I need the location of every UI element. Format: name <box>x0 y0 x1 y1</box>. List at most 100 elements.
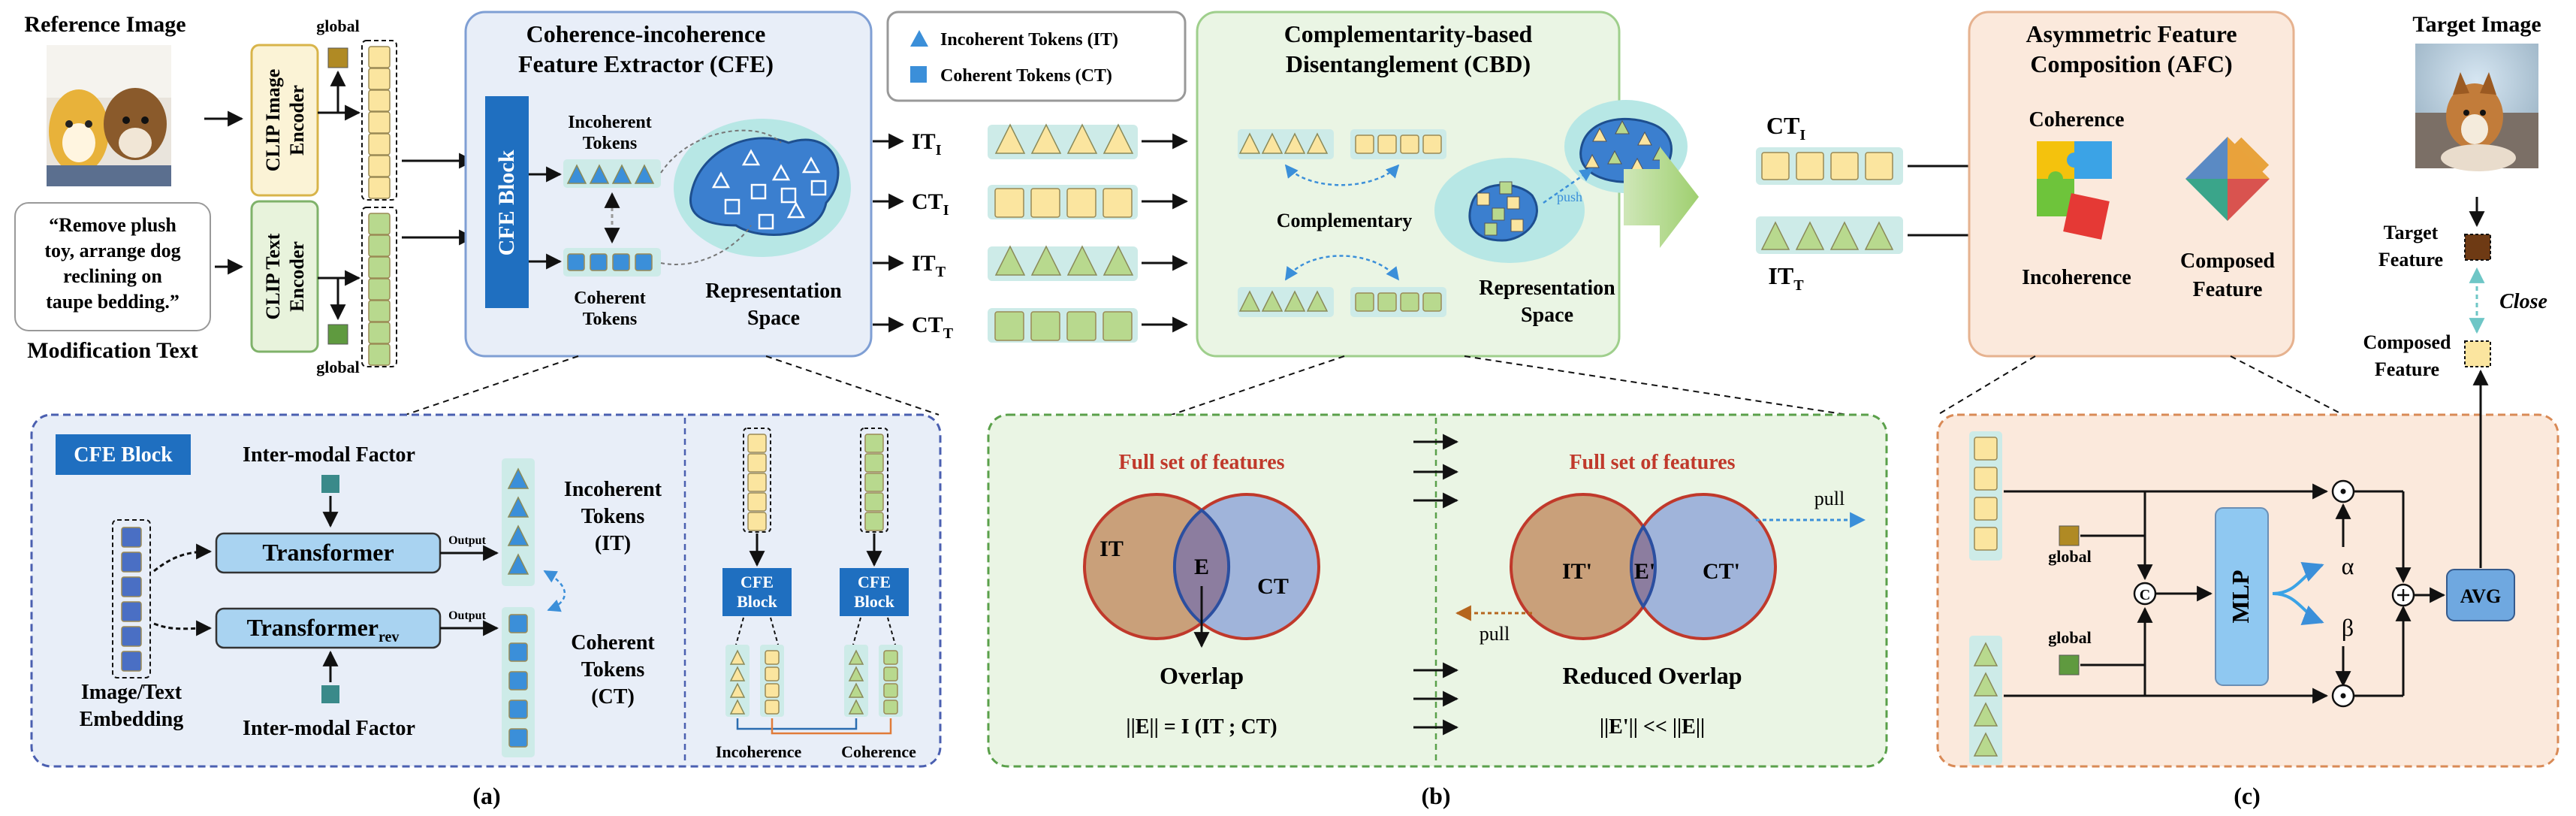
caption-b: (b) <box>1421 782 1450 809</box>
panel-a-ct-token <box>508 671 528 691</box>
mini-text-token <box>864 434 884 453</box>
panel-a-it-1: Incoherent <box>564 478 662 501</box>
panel-a-inter-modal-top: Inter-modal Factor <box>243 443 415 467</box>
cfe-title-2: Feature Extractor (CFE) <box>518 50 774 77</box>
panel-a-it-token <box>507 553 529 575</box>
cfe-representation-space <box>660 119 851 265</box>
cbd-space-square <box>1477 192 1490 206</box>
stream-ct-text-token <box>1030 311 1060 341</box>
afc-it-token <box>1760 221 1790 250</box>
cbd-ct-image-token <box>1377 134 1397 154</box>
panel-b-overlap: Overlap <box>1160 662 1244 689</box>
panel-b-pull-left: pull <box>1480 623 1510 645</box>
image-token <box>368 111 391 134</box>
output-label-2: Output <box>448 609 486 622</box>
mini-image-token <box>747 512 767 531</box>
cfe-block-label: CFE Block <box>494 150 519 255</box>
mini-it-image <box>729 682 746 698</box>
modification-text-line-4: taupe bedding.” <box>46 291 179 313</box>
image-token <box>368 68 391 90</box>
cbd-it-image-token <box>1283 132 1306 154</box>
mini-text-token <box>864 453 884 473</box>
cfe-block-bar <box>485 96 529 308</box>
clip-text-encoder-label-2: Encoder <box>286 241 308 312</box>
text-token <box>368 300 391 322</box>
mini-cfe-block-1-label-1: CFE <box>741 573 774 591</box>
stream-2: CTI <box>873 185 1189 219</box>
space-square <box>750 183 767 200</box>
cbd-complementary: Complementary <box>1277 210 1413 231</box>
cbd-it-text-token <box>1238 290 1261 312</box>
mini-it-text <box>848 699 864 715</box>
mini-image-token <box>747 434 767 453</box>
space-triangle <box>786 201 806 219</box>
afc-ct-token <box>1761 152 1790 180</box>
mini-ct-text <box>883 666 898 682</box>
cbd-space-square <box>1492 207 1505 221</box>
beta-label: β <box>2342 614 2354 641</box>
cbd-space-triangle <box>1637 131 1652 146</box>
incoherent-token <box>589 164 610 184</box>
stream-ct-image-token <box>1102 188 1133 218</box>
clip-image-encoder-label-1: CLIP Image <box>262 69 284 172</box>
afc-title-2: Composition (AFC) <box>2030 50 2232 77</box>
incoherent-token <box>611 164 632 184</box>
clip-text-encoder: CLIP Text Encoder <box>250 200 319 353</box>
panel-b: Full set of features IT E CT Overlap ||E… <box>987 413 1888 768</box>
afc-coherence: Coherence <box>2029 108 2125 131</box>
afc-it-token <box>1795 221 1825 250</box>
cfe-space-label-1: Representation <box>705 280 842 303</box>
embedding-token <box>121 552 142 573</box>
mini-text-token <box>864 512 884 531</box>
cbd-space-triangle <box>1585 153 1600 168</box>
venn-right-it: IT' <box>1562 559 1592 584</box>
space-square <box>724 198 741 215</box>
stream-3: ITT <box>873 245 1189 281</box>
embedding-token <box>121 576 142 597</box>
text-token <box>368 234 391 257</box>
panel-c-ct-token <box>1974 437 1998 461</box>
panel-c-it-token <box>1973 732 1998 757</box>
space-square <box>758 213 774 230</box>
mini-it-image <box>729 699 746 715</box>
panel-a-ct-2: Tokens <box>581 658 645 682</box>
coherent-token <box>635 253 653 271</box>
stream-it-image-token <box>994 123 1026 154</box>
cbd-space-triangle <box>1592 127 1607 142</box>
text-token <box>368 322 391 344</box>
big-green-arrow <box>1624 147 1699 248</box>
cbd-it-text-token <box>1306 290 1329 312</box>
panel-a-it-token <box>507 496 529 518</box>
stream-it-image-token <box>1102 123 1134 154</box>
afc-input-it-label: ITT <box>1768 262 1804 294</box>
global-label-top: global <box>316 17 359 35</box>
composed-feature-token <box>2464 340 2491 367</box>
panel-b-pull-right: pull <box>1814 488 1845 509</box>
afc-inputs: CTI ITT <box>1756 112 2030 294</box>
panel-a-it-3: (IT) <box>595 532 631 555</box>
target-image <box>2415 44 2538 171</box>
cbd-ct-image-token <box>1355 134 1374 154</box>
modification-text-line-3: reclining on <box>63 265 162 287</box>
alpha-label: α <box>2342 552 2354 579</box>
venn-left-e: E <box>1194 555 1209 579</box>
image-token <box>368 89 391 112</box>
stream-ct-text-token <box>994 311 1024 341</box>
target-column: Target Image Target Feature Close Compos… <box>2363 12 2547 380</box>
embedding-token <box>121 651 142 672</box>
global-token-text <box>327 324 348 345</box>
panel-c-global-token-bottom <box>2059 654 2080 675</box>
stream-4: CTT <box>873 308 1189 343</box>
puzzle-icon-split <box>2037 141 2112 240</box>
panel-a-ct-1: Coherent <box>571 631 655 654</box>
cbd-it-image-token <box>1238 132 1261 154</box>
mini-cfe-block-2-label-1: CFE <box>858 573 891 591</box>
coherent-token <box>590 253 608 271</box>
legend-triangle-icon <box>910 30 928 47</box>
mini-ct-image <box>765 700 780 715</box>
mini-ct-image <box>765 666 780 682</box>
cfe-panel: Coherence-incoherence Feature Extractor … <box>464 11 873 358</box>
mini-cfe-block-2 <box>840 568 909 616</box>
panel-a-embedding-2: Embedding <box>80 708 184 731</box>
cfe-space-label-2: Space <box>747 307 800 330</box>
